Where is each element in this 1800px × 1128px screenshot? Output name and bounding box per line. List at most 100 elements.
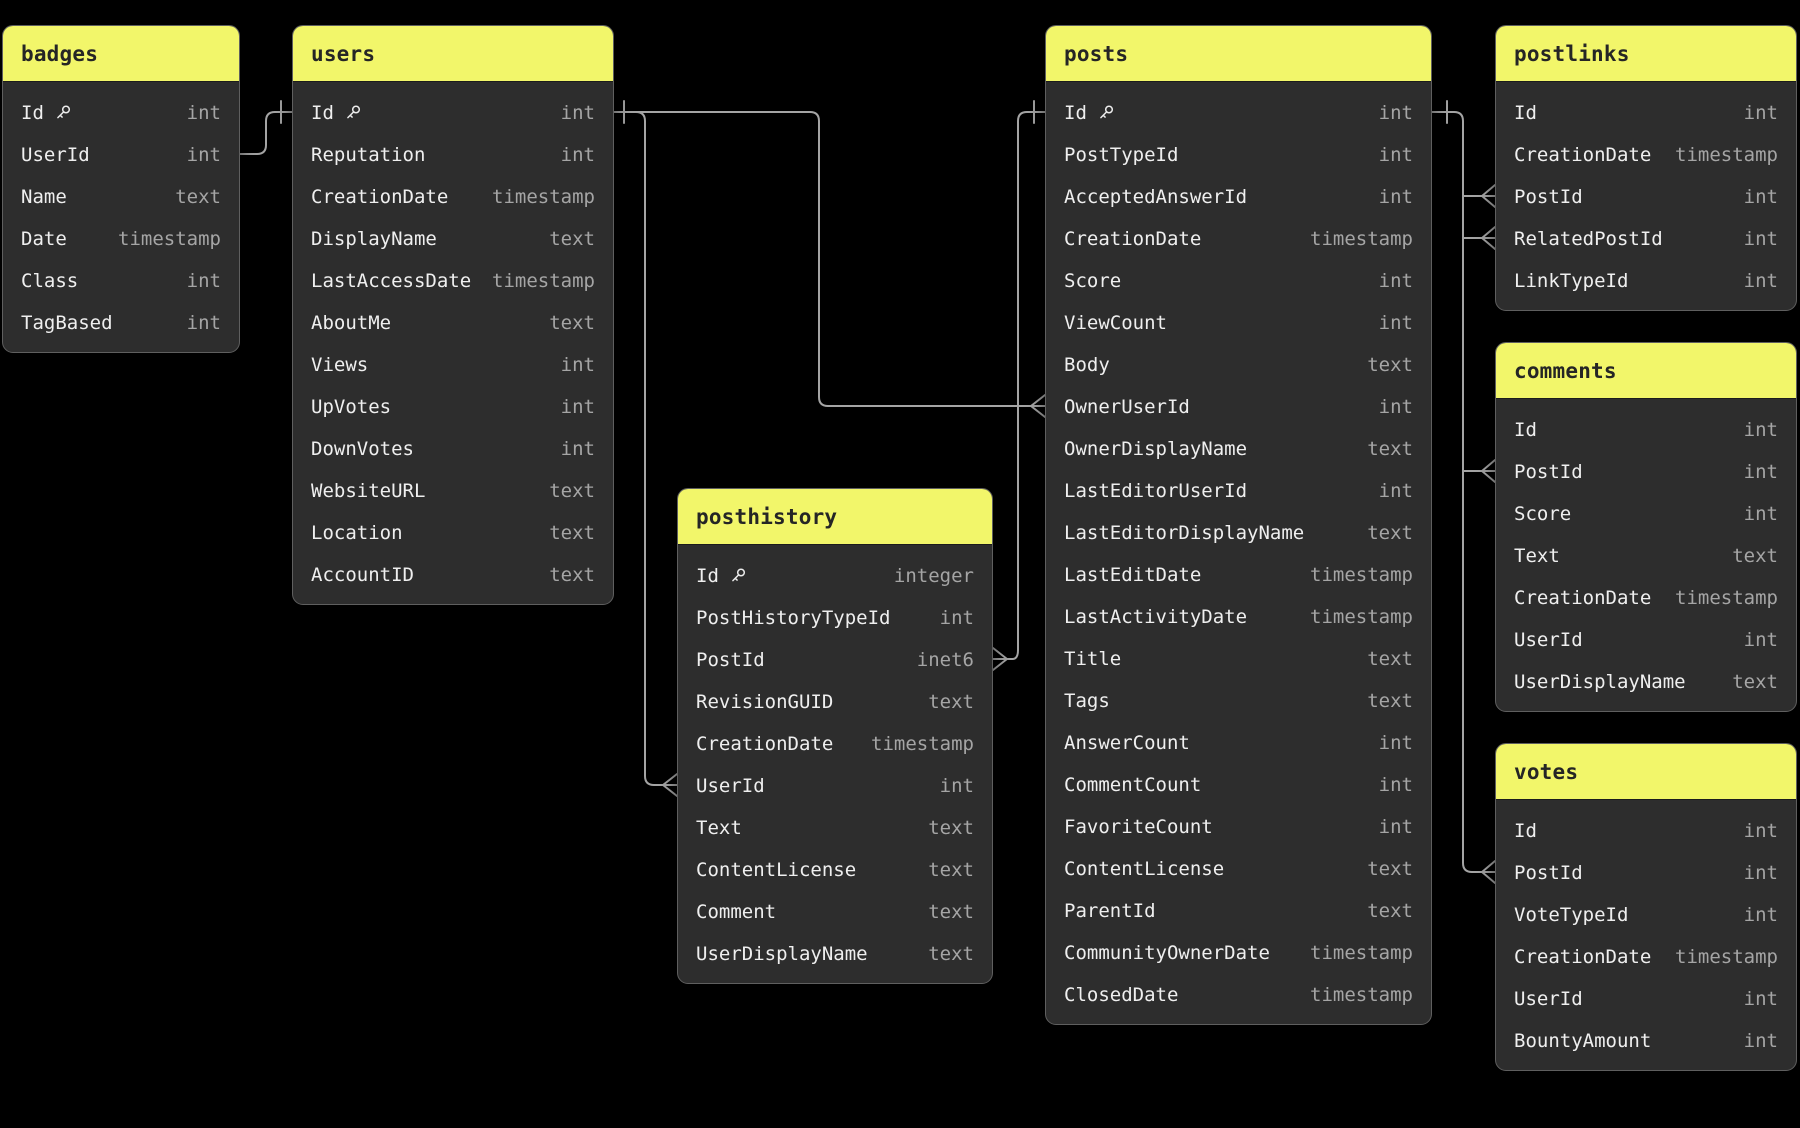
relationship-posts_Id-posthistory_PostId[interactable] [992, 100, 1046, 671]
relationship-posts_Id-votes_PostId[interactable] [1431, 100, 1496, 884]
crow-foot-many [992, 647, 1008, 671]
table-title: posthistory [696, 504, 838, 529]
table-header-posthistory[interactable]: posthistory [678, 489, 992, 545]
relationship-posts_Id-postlinks_RelatedPostId[interactable] [1462, 226, 1496, 250]
table-header-badges[interactable]: badges [3, 26, 239, 82]
table-header-posts[interactable]: posts [1046, 26, 1431, 82]
relationship-posts_Id-comments_PostId[interactable] [1462, 459, 1496, 483]
field-name: PostId [696, 649, 765, 671]
table-header-votes[interactable]: votes [1496, 744, 1796, 800]
relationship-badges_UserId-users_Id[interactable] [239, 100, 293, 155]
table-header-comments[interactable]: comments [1496, 343, 1796, 399]
table-header-users[interactable]: users [293, 26, 613, 82]
field-type: timestamp [871, 733, 974, 755]
field-name: UpVotes [311, 396, 392, 418]
field-name: CreationDate [1514, 946, 1652, 968]
relationship-posts_Id-postlinks_PostId[interactable] [1462, 184, 1496, 208]
field-name: CreationDate [1064, 228, 1202, 250]
relationship-users_Id-posthistory_UserId[interactable] [613, 111, 678, 797]
table-header-postlinks[interactable]: postlinks [1496, 26, 1796, 82]
relationship-users_Id-posts_OwnerUserId[interactable] [613, 100, 1046, 418]
field-name: Id [696, 565, 719, 587]
field-name: Body [1064, 354, 1110, 376]
